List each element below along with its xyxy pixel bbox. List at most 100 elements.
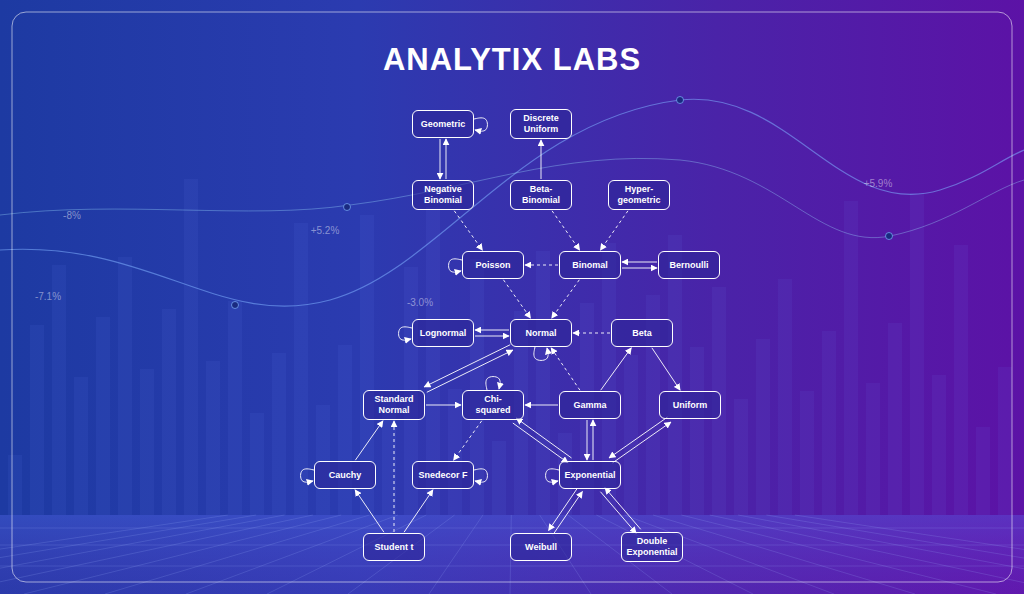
background-bar [976, 427, 990, 515]
dashed-arrow [454, 421, 482, 460]
arrow [622, 268, 657, 269]
distribution-box: Geometric [412, 110, 474, 138]
arrow [486, 377, 500, 390]
node-label: Uniform [673, 400, 708, 411]
distribution-box: Student t [363, 533, 425, 561]
background-bar [316, 405, 330, 515]
dashed-arrow [454, 211, 482, 250]
background-bar [492, 441, 506, 515]
background-bar [778, 279, 792, 515]
distribution-box: Gamma [559, 391, 621, 419]
watermark-number: +5.9% [864, 178, 893, 189]
background-bar [184, 179, 198, 515]
background-bar [844, 201, 858, 515]
node-label: Geometric [421, 119, 466, 130]
distribution-box: Normal [510, 319, 572, 347]
dashed-arrow [551, 348, 580, 390]
grid-line [0, 566, 1024, 567]
arrow [404, 490, 433, 532]
dashed-arrow [552, 280, 580, 318]
background-bar [206, 361, 220, 515]
arrow [549, 488, 578, 530]
distribution-box: Cauchy [314, 461, 376, 489]
distribution-box: Beta [611, 319, 673, 347]
dashed-arrow [552, 211, 580, 250]
background-bar [74, 377, 88, 515]
distribution-box: Poisson [462, 251, 524, 279]
arrow [355, 421, 383, 460]
arrow [475, 336, 509, 337]
node-label: Exponential [564, 470, 615, 481]
arrow [652, 348, 680, 390]
distribution-box: Snedecor F [412, 461, 474, 489]
arrow [474, 469, 487, 482]
background-bars [8, 179, 1012, 515]
background-bar [756, 339, 770, 515]
arrow [399, 327, 412, 340]
arrow [587, 420, 588, 460]
dashed-arrow [573, 333, 610, 334]
frame [12, 12, 1012, 582]
arrow [601, 348, 632, 390]
arrow [446, 139, 447, 179]
node-label: Gamma [573, 400, 606, 411]
background-bar [52, 265, 66, 515]
node-label: Poisson [475, 260, 510, 271]
arrow [525, 405, 558, 406]
node-label: Beta [632, 328, 652, 339]
wave-dot [344, 204, 351, 211]
arrow [449, 259, 462, 272]
wave-line [0, 158, 1024, 237]
background-bar [734, 399, 748, 515]
watermark-number: -8% [63, 210, 81, 221]
dashed-arrow [600, 211, 628, 250]
distribution-box: Beta-Binomial [510, 180, 572, 210]
dashed-arrow [525, 265, 558, 266]
arrow [541, 140, 542, 179]
arrow [609, 417, 667, 458]
background-bar [800, 391, 814, 515]
dashed-arrow [394, 421, 395, 532]
arrow [546, 469, 559, 482]
node-label: Snedecor F [418, 470, 467, 481]
distribution-box: Bernoulli [658, 251, 720, 279]
watermark-number: -7.1% [35, 291, 61, 302]
arrow [426, 405, 461, 406]
arrow [440, 139, 441, 179]
distribution-box: Discrete Uniform [510, 109, 572, 139]
distribution-box: Lognormal [412, 319, 474, 347]
distribution-box: Weibull [510, 533, 572, 561]
distribution-box: Negative Binomial [412, 180, 474, 210]
wave-dot [886, 233, 893, 240]
background-bar [866, 383, 880, 515]
arrow [622, 262, 657, 263]
logo-title: ANALYTIX LABS [383, 42, 641, 78]
background-bar [338, 345, 352, 515]
arrow [516, 418, 571, 458]
watermark-number: -3.0% [407, 297, 433, 308]
arrow [593, 420, 594, 460]
node-label: Hyper-geometric [613, 184, 665, 206]
background-bar [910, 193, 924, 515]
distribution-box: Standard Normal [363, 390, 425, 420]
arrow [474, 118, 487, 131]
wave-dot [677, 97, 684, 104]
node-label: Negative Binomial [417, 184, 469, 206]
arrow [355, 490, 384, 532]
node-label: Chi-squared [467, 394, 519, 416]
grid-line [0, 528, 1024, 529]
arrow [600, 492, 636, 533]
background-bar [294, 223, 308, 515]
node-label: Double Exponential [626, 536, 678, 558]
background-bar [250, 413, 264, 515]
node-label: Lognormal [420, 328, 467, 339]
background-bar [8, 455, 22, 515]
wave-line [0, 99, 1024, 306]
arrow [613, 422, 671, 463]
arrow [475, 330, 509, 331]
watermark-number: +5.2% [311, 225, 340, 236]
background-bar [822, 331, 836, 515]
